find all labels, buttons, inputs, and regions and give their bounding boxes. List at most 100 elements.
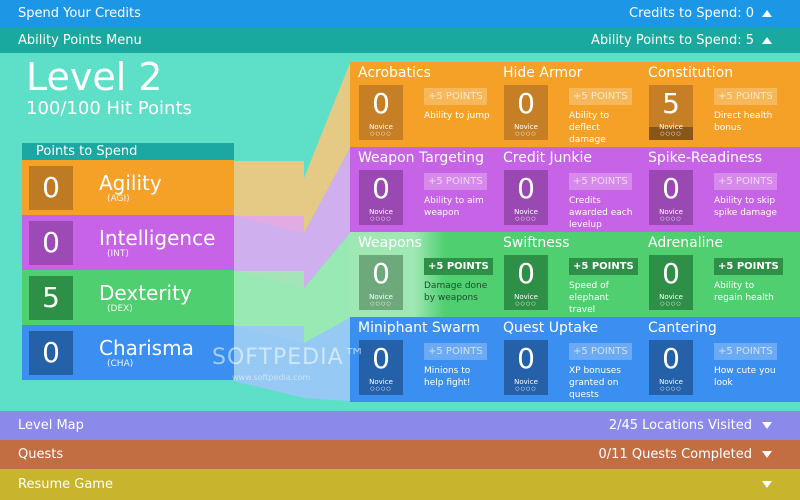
- quests-completed: 0/11 Quests Completed: [598, 447, 752, 462]
- expand-arrow-icon[interactable]: [762, 481, 772, 488]
- ability-value: 0: [517, 257, 535, 290]
- stat-name: Intelligence: [99, 225, 216, 250]
- add-5-points-button[interactable]: +5 POINTS: [424, 343, 487, 360]
- stat-name: Charisma: [99, 335, 194, 360]
- expand-arrow-icon[interactable]: [762, 451, 772, 458]
- ability-title: Credit Junkie: [503, 150, 593, 166]
- ability-title: Weapons: [358, 235, 422, 251]
- stat-value: 5: [29, 275, 73, 320]
- hit-points: 100/100 Hit Points: [26, 98, 192, 119]
- ability-title: Constitution: [648, 65, 734, 81]
- stat-agility[interactable]: 0 Agility(AGI): [22, 160, 234, 215]
- level-info: Level 2 100/100 Hit Points: [26, 55, 192, 119]
- rank-dots-icon: ○○○○: [515, 131, 537, 137]
- quests-label: Quests: [18, 447, 64, 462]
- rank-dots-icon: ○○○○: [515, 301, 537, 307]
- rank-dots-icon: ○○○○: [515, 386, 537, 392]
- ability-desc: Credits awarded each levelup: [569, 196, 633, 230]
- resume-game-label: Resume Game: [18, 477, 113, 492]
- ability-desc: Ability to aim weapon: [424, 196, 484, 218]
- rank-dots-icon: ○○○○: [370, 301, 392, 307]
- add-5-points-button[interactable]: +5 POINTS: [424, 173, 487, 190]
- add-5-points-button[interactable]: +5 POINTS: [569, 88, 632, 105]
- stat-charisma[interactable]: 0 Charisma(CHA): [22, 325, 234, 380]
- add-5-points-button[interactable]: +5 POINTS: [569, 258, 638, 275]
- ability-desc: Ability to jump: [424, 111, 490, 121]
- stat-value: 0: [29, 330, 73, 375]
- ability-rank: Novice: [659, 293, 683, 301]
- add-5-points-button[interactable]: +5 POINTS: [714, 258, 783, 275]
- ability-points-menu-bar[interactable]: Ability Points Menu Ability Points to Sp…: [0, 27, 800, 53]
- stat-abbr: (CHA): [107, 358, 134, 369]
- stat-value: 0: [29, 165, 73, 210]
- ability-points-panel: Level 2 100/100 Hit Points Points to Spe…: [0, 53, 800, 411]
- add-5-points-button[interactable]: +5 POINTS: [714, 343, 777, 360]
- ability-rank: Novice: [514, 208, 538, 216]
- collapse-arrow-icon[interactable]: [762, 10, 772, 17]
- ability-desc: How cute you look: [714, 366, 776, 388]
- ability-value: 0: [372, 172, 390, 205]
- quests-bar[interactable]: Quests 0/11 Quests Completed: [0, 440, 800, 469]
- ability-value: 0: [662, 342, 680, 375]
- ability-rank: Novice: [514, 123, 538, 131]
- level-map-label: Level Map: [18, 418, 84, 433]
- watermark: SOFTPEDIA™: [212, 345, 367, 370]
- ability-desc: Ability to skip spike damage: [714, 196, 777, 218]
- ability-points-menu-title: Ability Points Menu: [18, 32, 142, 48]
- ability-rank: Novice: [659, 378, 683, 386]
- ability-title: Spike-Readiness: [648, 150, 763, 166]
- ability-value: 0: [517, 87, 535, 120]
- add-5-points-button[interactable]: +5 POINTS: [714, 88, 777, 105]
- rank-dots-icon: ○○○○: [370, 131, 392, 137]
- resume-game-bar[interactable]: Resume Game: [0, 469, 800, 500]
- stat-intelligence[interactable]: 0 Intelligence(INT): [22, 215, 234, 270]
- ability-title: Acrobatics: [358, 65, 431, 81]
- rank-dots-icon: ○○○○: [515, 216, 537, 222]
- ability-rank: Novice: [514, 378, 538, 386]
- ability-desc: Direct health bonus: [714, 111, 773, 133]
- add-5-points-button[interactable]: +5 POINTS: [424, 258, 493, 275]
- ability-value: 0: [662, 257, 680, 290]
- stat-dexterity[interactable]: 5 Dexterity(DEX): [22, 270, 234, 325]
- ability-desc: Damage done by weapons: [424, 281, 488, 303]
- header-title: Spend Your Credits: [18, 6, 141, 21]
- ability-title: Adrenaline: [648, 235, 723, 251]
- ability-title: Quest Uptake: [503, 320, 599, 336]
- expand-arrow-icon[interactable]: [762, 422, 772, 429]
- ability-rank: Novice: [369, 208, 393, 216]
- stat-name: Dexterity: [99, 280, 192, 305]
- header-spend-credits[interactable]: Spend Your Credits Credits to Spend: 0: [0, 0, 800, 27]
- stat-abbr: (INT): [107, 248, 129, 259]
- ability-value: 0: [372, 87, 390, 120]
- add-5-points-button[interactable]: +5 POINTS: [424, 88, 487, 105]
- ability-title: Cantering: [648, 320, 717, 336]
- ability-rank: Novice: [369, 293, 393, 301]
- add-5-points-button[interactable]: +5 POINTS: [714, 173, 777, 190]
- rank-dots-icon: ○○○○: [660, 301, 682, 307]
- add-5-points-button[interactable]: +5 POINTS: [569, 173, 632, 190]
- ability-value: 0: [372, 342, 390, 375]
- collapse-arrow-icon[interactable]: [762, 36, 772, 44]
- ability-value: 0: [517, 342, 535, 375]
- level-map-bar[interactable]: Level Map 2/45 Locations Visited: [0, 411, 800, 440]
- add-5-points-button[interactable]: +5 POINTS: [569, 343, 632, 360]
